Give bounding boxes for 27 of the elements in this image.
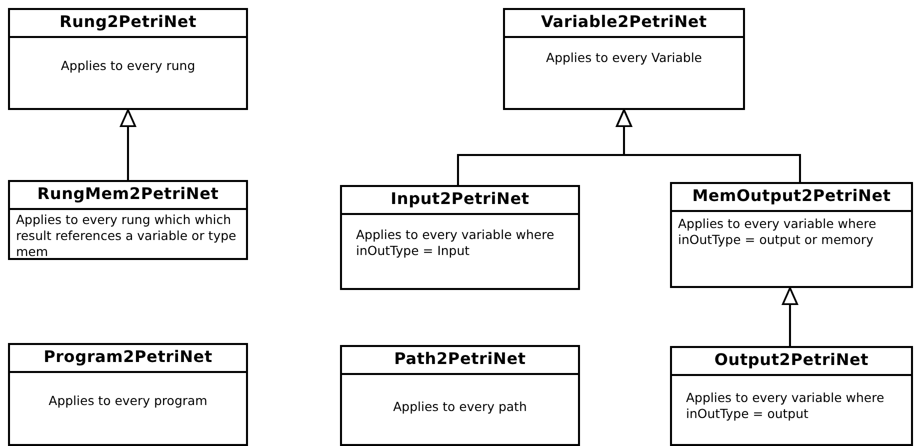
class-name: Variable2PetriNet: [505, 10, 743, 38]
inheritance-arrow: [782, 287, 798, 346]
class-description: Applies to every rung which which result references a variable or type mem: [15, 211, 238, 260]
class-box: [340, 345, 580, 446]
class-description: Applies to every variable where inOutType = output: [685, 389, 886, 422]
inheritance-arrow: [120, 109, 136, 180]
class-box: [670, 182, 913, 288]
class-description: Applies to every Variable: [545, 49, 703, 66]
class-description: Applies to every variable where inOutType = output or memory: [677, 215, 878, 248]
class-box: [670, 346, 913, 446]
class-name: RungMem2PetriNet: [10, 182, 246, 210]
class-name: Input2PetriNet: [342, 187, 578, 215]
class-name: Rung2PetriNet: [10, 10, 246, 38]
class-name: Output2PetriNet: [672, 348, 911, 376]
inheritance-arrow: [616, 109, 801, 182]
class-box: [503, 8, 745, 110]
class-name: Path2PetriNet: [342, 347, 578, 375]
class-description: Applies to every variable where inOutType = Input: [355, 226, 556, 259]
class-name: Program2PetriNet: [10, 345, 246, 373]
class-box: [8, 180, 248, 260]
class-name: MemOutput2PetriNet: [672, 184, 911, 212]
class-description: Applies to every rung: [60, 57, 196, 74]
class-description: Applies to every program: [48, 392, 208, 409]
class-description: Applies to every path: [392, 398, 528, 415]
class-box: [8, 8, 248, 110]
class-box: [340, 185, 580, 290]
class-box: [8, 343, 248, 446]
